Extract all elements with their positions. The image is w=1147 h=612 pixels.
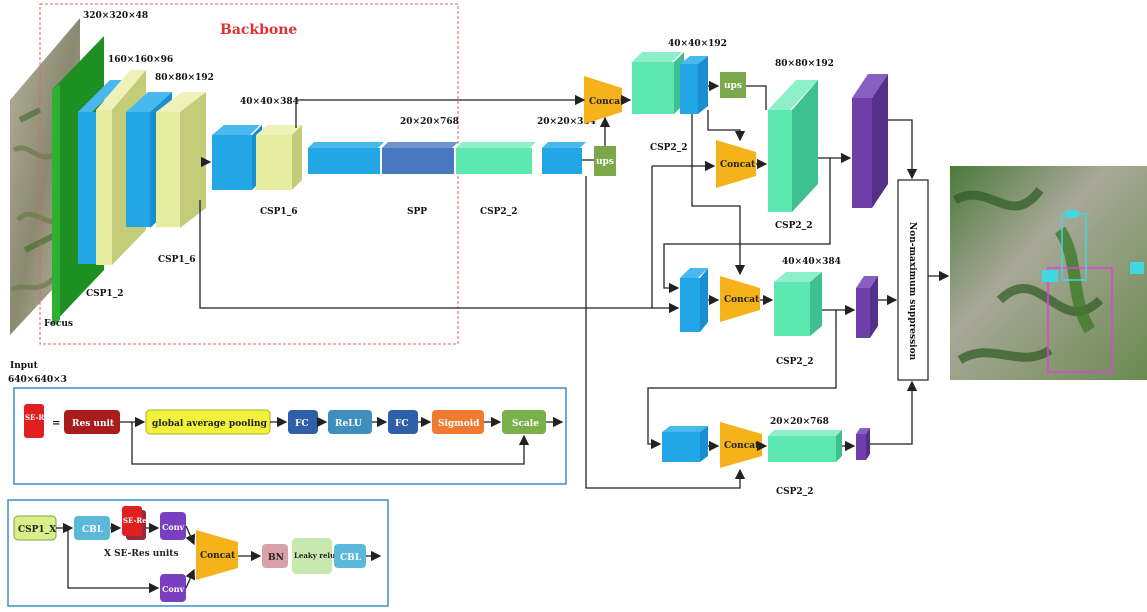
output-image — [950, 166, 1147, 380]
neck-mid-blue — [680, 268, 708, 332]
ups-label-2: ups — [724, 81, 742, 91]
csp2-2-bot — [768, 430, 842, 462]
label-csp1-6-a: CSP1_6 — [158, 255, 195, 265]
label-csp1-2: CSP1_2 — [86, 289, 123, 299]
res-unit-label: Res unit — [72, 419, 115, 429]
concat-2-label: Concat — [720, 160, 756, 170]
scale-label: Scale — [512, 419, 539, 429]
bn-label: BN — [268, 553, 284, 563]
size-20: 20×20×768 — [400, 117, 459, 127]
concat-1-label: Concat — [589, 97, 625, 107]
neck-size-40x384: 40×40×384 — [782, 257, 841, 267]
concat-4-label: Concat — [724, 441, 760, 451]
se-res-badge-text: SE-Res — [25, 413, 53, 422]
neck-bot-blue — [662, 426, 708, 462]
se-res-panel — [14, 388, 566, 484]
neck-size-80x192: 80×80×192 — [775, 59, 834, 69]
backbone-title: Backbone — [220, 22, 297, 38]
fc2-label: FC — [395, 419, 409, 429]
size-320: 320×320×48 — [83, 11, 148, 21]
fc1-label: FC — [295, 419, 309, 429]
spp-block — [308, 142, 586, 174]
gap-label: global average pooling — [152, 419, 268, 429]
size-80: 80×80×192 — [155, 73, 214, 83]
output-head-2 — [856, 276, 878, 338]
se-res-units-label: X SE-Res units — [104, 549, 179, 559]
output-head-1 — [852, 74, 888, 208]
csp2-2-large — [768, 80, 818, 212]
cbl-label-2: CBL — [340, 553, 362, 563]
leaky-label: Leaky relu — [294, 551, 335, 560]
label-csp2-2-b: CSP2_2 — [775, 221, 812, 231]
ups-label-1: ups — [596, 157, 614, 167]
se-res-stack-label: SE-Res — [123, 516, 151, 525]
label-spp: SPP — [407, 207, 427, 217]
label-csp2-2-backbone: CSP2_2 — [480, 207, 517, 217]
nms-label: Non-maximum suppression — [907, 222, 917, 361]
input-label: Input — [10, 361, 39, 371]
size-160: 160×160×96 — [108, 55, 173, 65]
label-focus: Focus — [44, 319, 73, 329]
size-40: 40×40×384 — [240, 97, 299, 107]
neck-size-20x768: 20×20×768 — [770, 417, 829, 427]
conv-label-2: Conv — [162, 584, 185, 594]
conv-label-1: Conv — [162, 522, 185, 532]
label-csp2-2-a: CSP2_2 — [650, 143, 687, 153]
concat-3-label: Concat — [724, 295, 760, 305]
csp1-6-block-2 — [212, 125, 302, 190]
csp1x-label: CSP1_X — [18, 525, 56, 535]
csp1-6-block-1 — [126, 92, 206, 228]
label-csp2-2-d: CSP2_2 — [776, 487, 813, 497]
cbl-label-1: CBL — [82, 525, 104, 535]
csp1x-concat-label: Concat — [200, 551, 236, 561]
output-head-3 — [856, 428, 870, 460]
relu-label: ReLU — [335, 419, 362, 429]
input-size: 640×640×3 — [8, 375, 67, 385]
neck-size-40x192: 40×40×192 — [668, 39, 727, 49]
sigmoid-label: Sigmoid — [438, 419, 480, 429]
csp2-2-top — [632, 52, 708, 114]
csp2-2-mid — [774, 272, 822, 336]
csp1x-eq: = — [62, 524, 70, 535]
se-res-eq: = — [52, 418, 60, 429]
label-csp2-2-c: CSP2_2 — [776, 357, 813, 367]
label-csp1-6-b: CSP1_6 — [260, 207, 297, 217]
